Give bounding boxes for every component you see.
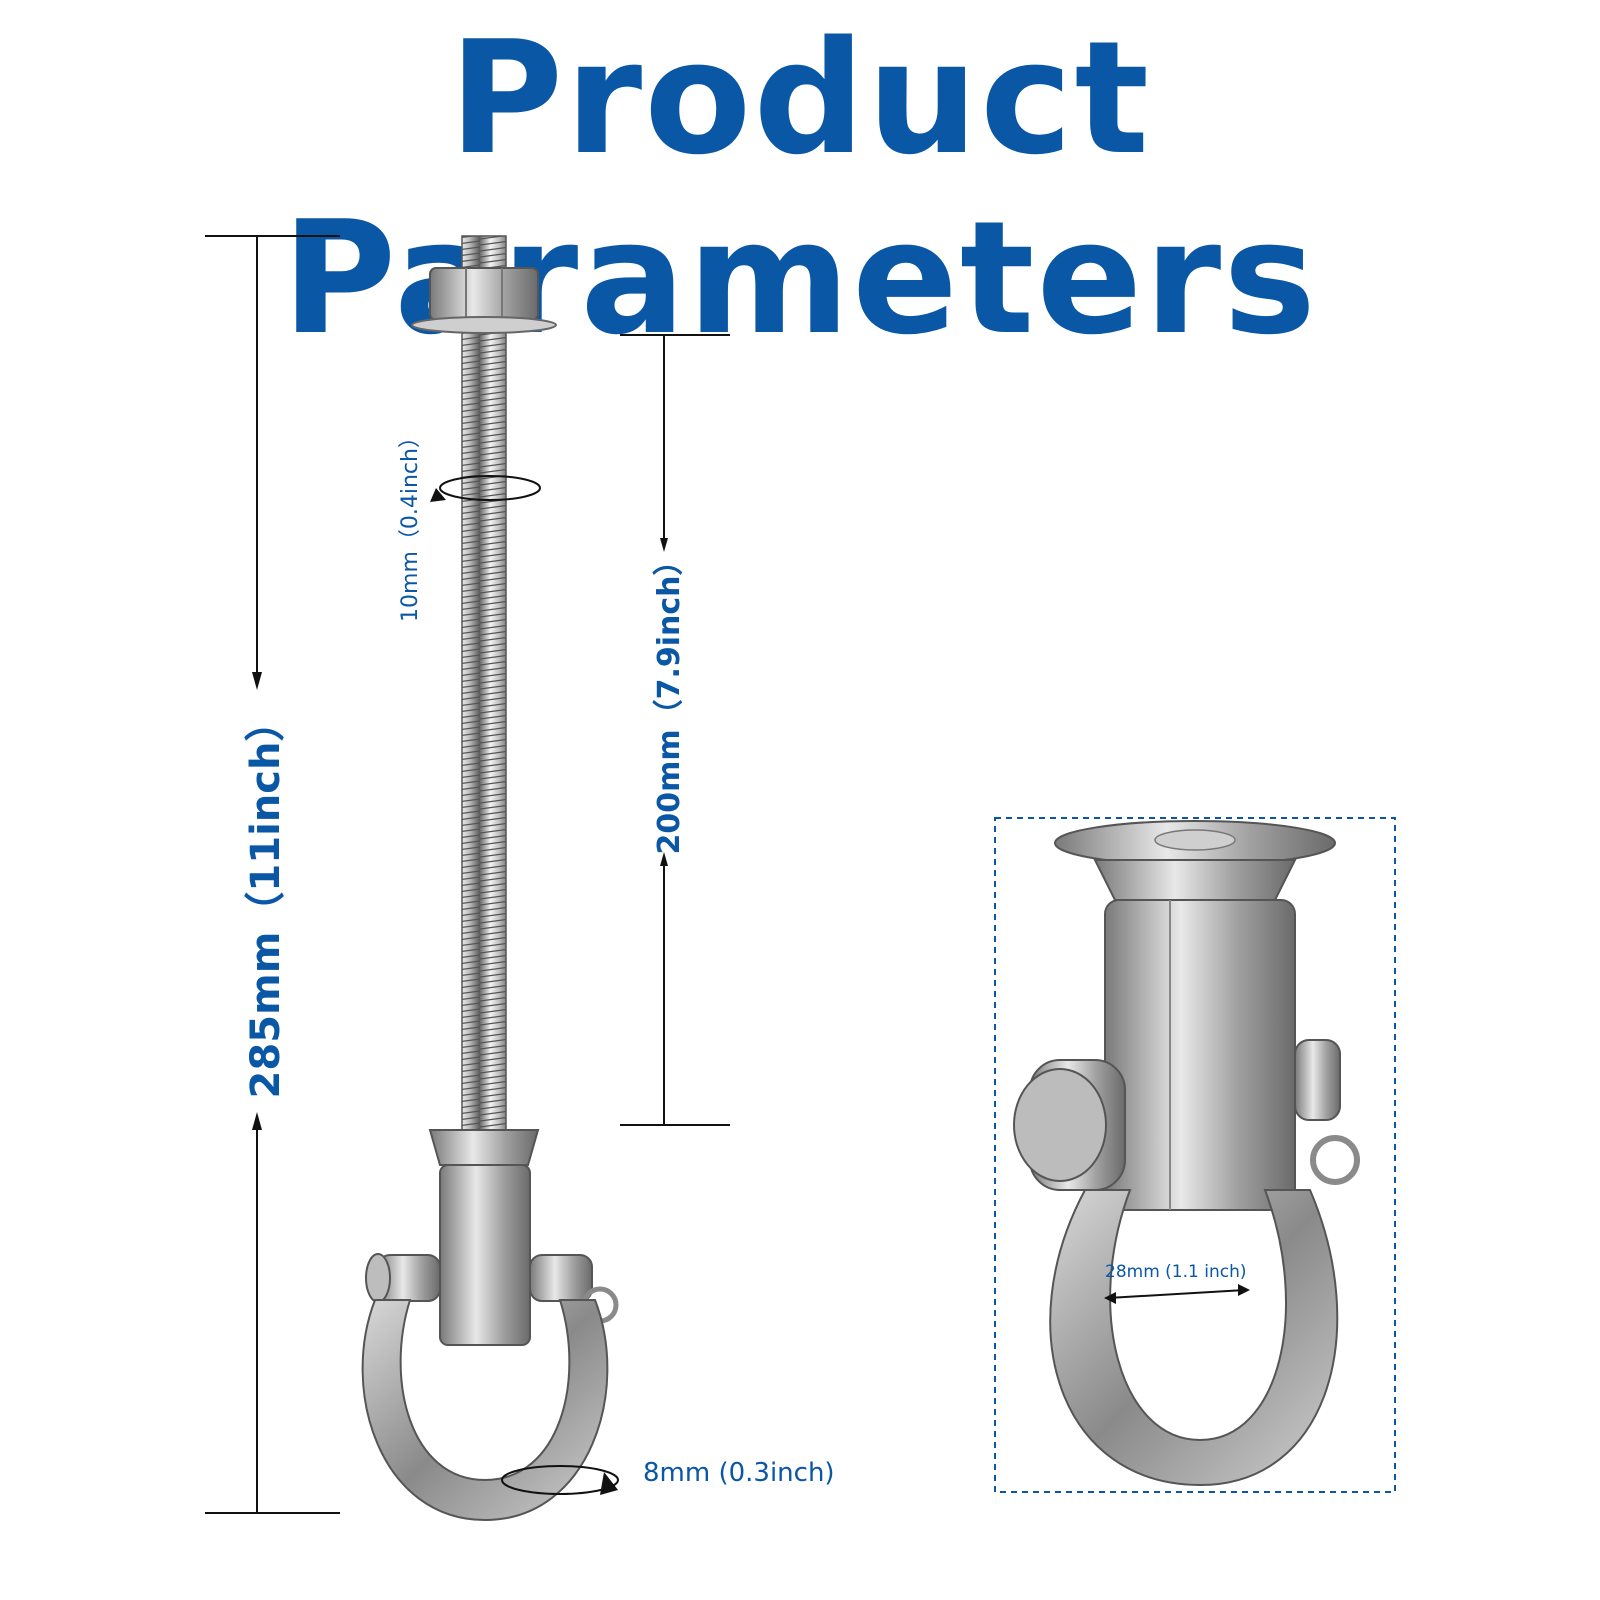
eye-bolt xyxy=(361,235,619,1522)
ring-inner-width-label: 28mm (1.1 inch) xyxy=(1105,1262,1247,1282)
total-length-label: 285mm（11inch） xyxy=(243,701,289,1099)
ring-thickness-label: 8mm (0.3inch) xyxy=(643,1458,835,1488)
threaded-rod xyxy=(461,235,507,1157)
page-title: Product Parameters xyxy=(281,7,1319,369)
total-length-dimension xyxy=(205,235,340,1514)
thread-length-dimension xyxy=(620,334,730,1126)
detail-view xyxy=(994,817,1396,1493)
swivel-body xyxy=(439,1164,531,1346)
thread-length-label: 200mm（7.9inch） xyxy=(652,545,687,855)
ring-thickness-marker xyxy=(501,1465,619,1495)
detail-frame xyxy=(994,817,1396,1493)
thread-diameter-marker xyxy=(430,475,541,502)
shackle-ring xyxy=(361,1299,609,1522)
thread-diameter-label: 10mm（0.4inch） xyxy=(398,426,423,622)
hex-nut xyxy=(411,267,557,334)
